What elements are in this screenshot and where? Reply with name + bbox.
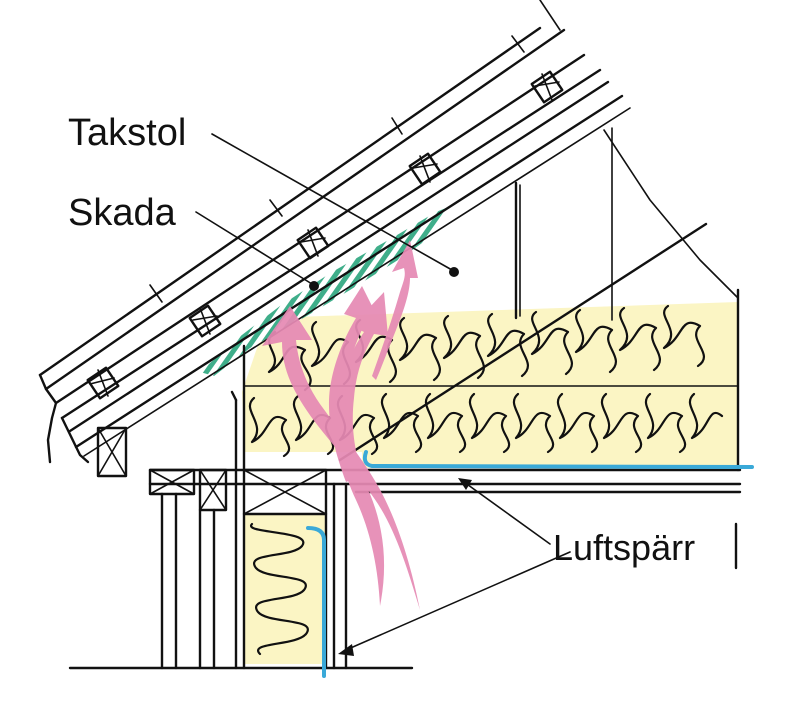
air-barrier-wall [306, 526, 326, 678]
luftsparr-leader-upper [463, 481, 551, 545]
batten-box [296, 226, 330, 260]
truss-structure [68, 0, 742, 670]
luftsparr-leader-lower [345, 551, 571, 651]
roof-layers [38, 26, 631, 464]
luftsparr-arrowhead-lower [338, 644, 354, 656]
airflow-arrow [336, 292, 388, 606]
skada-label: Skada [68, 192, 176, 234]
batten-box [86, 366, 120, 400]
battens [86, 70, 564, 478]
airflow-arrows-icon [262, 240, 420, 610]
airflow-arrow [328, 286, 378, 482]
air-barrier-ceiling [362, 450, 754, 469]
batten-box [96, 426, 128, 478]
air-barrier [306, 450, 754, 678]
airflow-arrow [262, 306, 420, 610]
takstol-label: Takstol [68, 112, 187, 154]
batten-box [408, 152, 442, 186]
takstol-leader [211, 133, 453, 271]
batten-box [188, 304, 222, 338]
wall-insulation [244, 514, 326, 664]
takstol-dot [449, 267, 459, 277]
skada-dot [309, 281, 319, 291]
airflow-arrow [372, 240, 418, 380]
leader-lines [195, 133, 738, 656]
skada-leader [195, 211, 313, 285]
luftsparr-label: Luftspärr [553, 527, 696, 568]
luftsparr-arrowhead-upper [458, 478, 472, 490]
batten-box [530, 70, 564, 104]
